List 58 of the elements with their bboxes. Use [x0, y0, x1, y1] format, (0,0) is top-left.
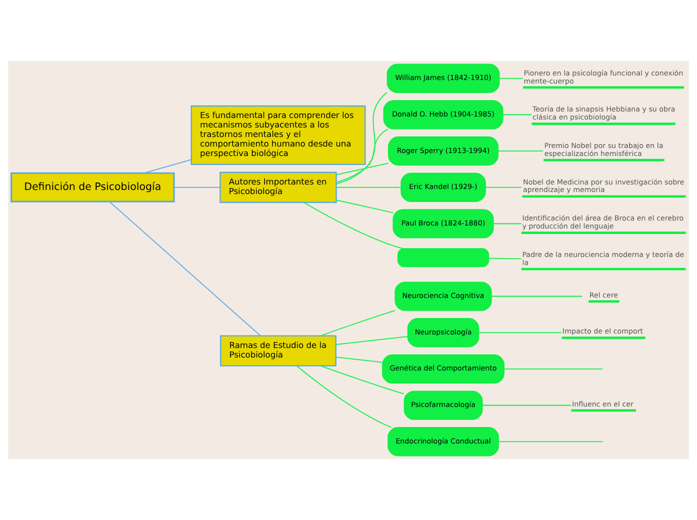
connector	[499, 78, 523, 79]
node-box: Genética del Comportamiento	[382, 354, 504, 384]
node-label: Padre de la neurociencia moderna y teoría de la	[522, 250, 684, 267]
node-label: Influenc en el cer	[572, 399, 634, 408]
connector	[491, 296, 582, 297]
connector	[498, 150, 544, 152]
node-box: Neuropsicología	[407, 318, 480, 348]
node-box: Neurociencia Cognitiva	[394, 282, 492, 311]
node-label: Teoría de la sinapsis Hebbiana y su obra clásica en psicobiología	[532, 104, 676, 122]
node-box: Ramas de Estudio de la Psicobiología	[220, 335, 336, 366]
node-box	[397, 248, 490, 268]
connector	[109, 201, 261, 336]
connector	[320, 365, 404, 394]
node-box: Paul Broca (1824-1880)	[392, 209, 494, 238]
connector	[144, 159, 192, 174]
connector	[174, 186, 220, 188]
connector	[478, 332, 562, 334]
node-box: Es fundamental para comprender los mecanismos subyacentes a los trastornos mentales y el comportamiento humano desde una perspectiva biológica	[190, 105, 366, 166]
connector	[502, 114, 532, 116]
node-box: William James (1842-1910)	[386, 64, 500, 93]
node-box	[544, 158, 664, 162]
node-box: Psicofarmacología	[404, 390, 483, 420]
node-box: Eric Kandel (1929-)	[400, 172, 486, 202]
connector	[336, 186, 401, 188]
connector	[498, 441, 603, 442]
node-label: Impacto de el comport	[562, 326, 644, 336]
connector	[336, 128, 388, 183]
connector	[336, 162, 388, 176]
connector	[482, 404, 572, 406]
connector	[504, 368, 603, 370]
node-box	[562, 336, 646, 339]
node-box: Endocrinología Conductual	[388, 427, 499, 456]
connector	[304, 202, 403, 250]
connector	[336, 356, 382, 363]
connector	[296, 365, 392, 428]
connector	[320, 310, 396, 336]
node-box: Autores Importantes en Psicobiología	[220, 172, 337, 203]
node-label: Rel cere	[589, 290, 618, 300]
connector	[494, 223, 522, 224]
node-box	[521, 232, 686, 234]
node-label: Identificación del área de Broca en el cerebro y producción del lenguaje	[522, 214, 684, 231]
connector	[336, 200, 394, 214]
connector	[336, 92, 388, 184]
node-box	[588, 300, 620, 303]
node-box: Roger Sperry (1913-1994)	[388, 136, 499, 166]
node-box	[521, 268, 686, 270]
node-box: Definición de Psicobiología	[10, 172, 175, 202]
connector	[488, 258, 522, 260]
node-box	[571, 409, 636, 412]
node-label: Premio Nobel por su trabajo en la especialización hemisférica	[544, 141, 664, 158]
node-box	[523, 86, 684, 89]
connector	[486, 186, 522, 188]
node-box	[532, 122, 676, 125]
node-box	[522, 195, 686, 198]
node-label: Pionero en la psicología funcional y conexión mente-cuerpo	[524, 68, 684, 86]
node-label: Nobel de Medicina por su investigación sobre aprendizaje y memoria	[523, 177, 684, 194]
node-box: Donald O. Hebb (1904-1985)	[383, 100, 504, 130]
connector	[336, 336, 408, 345]
